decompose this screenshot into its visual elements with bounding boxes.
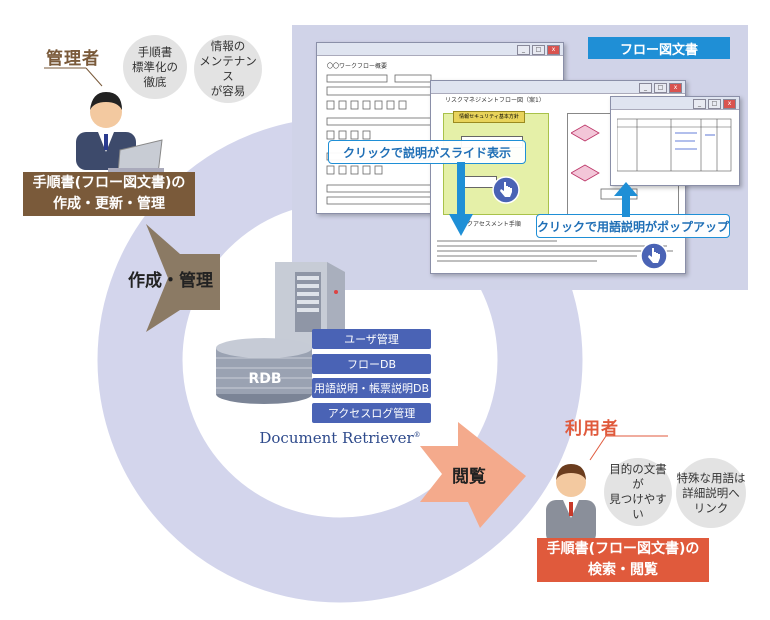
brand-mark: ® bbox=[413, 431, 421, 439]
user-title: 利用者 bbox=[565, 419, 619, 439]
admin-bubble-standardize: 手順書 標準化の 徹底 bbox=[123, 35, 187, 99]
maximize-icon[interactable]: □ bbox=[654, 83, 667, 93]
window-heading: 〇〇ワークフロー概要 bbox=[327, 63, 388, 70]
close-icon[interactable]: x bbox=[723, 99, 736, 109]
db-row-glossary: 用語説明・帳票説明DB bbox=[312, 378, 431, 398]
admin-title-underline bbox=[44, 67, 103, 87]
minimize-icon[interactable]: _ bbox=[639, 83, 652, 93]
callout-popup: クリックで用語説明がポップアップ bbox=[536, 214, 730, 238]
create-arrow-label: 作成・管理 bbox=[128, 271, 213, 291]
flow-subheading: リスクアセスメント手順 bbox=[455, 221, 521, 228]
hand-cursor-icon bbox=[492, 176, 520, 204]
minimize-icon[interactable]: _ bbox=[693, 99, 706, 109]
down-arrow-icon bbox=[449, 162, 473, 236]
popup-table bbox=[617, 118, 732, 172]
user-label: 手順書(フロー図文書)の 検索・閲覧 bbox=[537, 538, 709, 582]
close-icon[interactable]: x bbox=[547, 45, 560, 55]
admin-person-icon bbox=[76, 92, 164, 175]
text-lines bbox=[437, 240, 673, 262]
popup-window: _□x bbox=[610, 96, 740, 186]
browse-arrow-label: 閲覧 bbox=[452, 467, 486, 487]
database-icon bbox=[216, 338, 312, 404]
window-titlebar: _□x bbox=[611, 97, 739, 110]
user-title-underline bbox=[589, 435, 668, 461]
create-arrow-icon bbox=[146, 224, 220, 332]
maximize-icon[interactable]: □ bbox=[708, 99, 721, 109]
admin-bubble-maintenance: 情報の メンテナンス が容易 bbox=[194, 35, 262, 103]
user-bubble-findable: 目的の文書が 見つけやすい bbox=[604, 458, 672, 526]
db-row-flow: フローDB bbox=[312, 354, 431, 374]
minimize-icon[interactable]: _ bbox=[517, 45, 530, 55]
up-arrow-icon bbox=[614, 182, 638, 217]
rdb-label: RDB bbox=[248, 371, 282, 387]
window-titlebar: _□x bbox=[431, 81, 685, 94]
brand-logo: Document Retriever® bbox=[230, 429, 450, 447]
db-row-access-log: アクセスログ管理 bbox=[312, 403, 431, 423]
panel-title: フロー図文書 bbox=[588, 37, 730, 59]
admin-title: 管理者 bbox=[46, 49, 100, 69]
admin-label: 手順書(フロー図文書)の 作成・更新・管理 bbox=[23, 172, 195, 216]
db-row-user: ユーザ管理 bbox=[312, 329, 431, 349]
server-icon bbox=[275, 262, 345, 348]
close-icon[interactable]: x bbox=[669, 83, 682, 93]
flow-start-box: 情報セキュリティ基本方針 bbox=[453, 111, 525, 123]
maximize-icon[interactable]: □ bbox=[532, 45, 545, 55]
window-heading: リスクマネジメントフロー図（案1） bbox=[445, 97, 545, 104]
callout-slide: クリックで説明がスライド表示 bbox=[328, 140, 526, 164]
user-bubble-glossary-link: 特殊な用語は 詳細説明へ リンク bbox=[676, 458, 746, 528]
brand-name: Document Retriever bbox=[259, 429, 414, 447]
user-person-icon bbox=[546, 464, 596, 544]
window-titlebar: _□x bbox=[317, 43, 563, 56]
hand-cursor-icon bbox=[640, 242, 668, 270]
browse-arrow-icon bbox=[420, 422, 526, 528]
